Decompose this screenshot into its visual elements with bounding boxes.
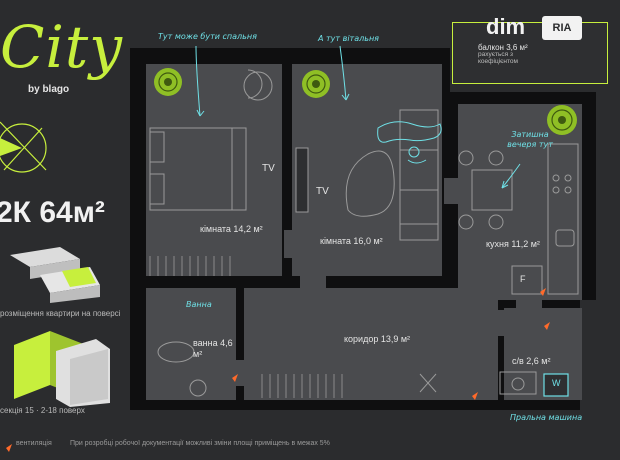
fridge-icon	[511, 265, 543, 295]
plant-icon	[154, 68, 182, 96]
apartment-area: 2К 64м²	[0, 196, 105, 229]
watermark-text: dim	[486, 14, 526, 39]
sink-icon	[555, 229, 575, 247]
room-floor-corridor	[244, 288, 498, 400]
fridge-label: F	[520, 274, 526, 284]
room-label-kitchen: кухня 11,2 м²	[486, 239, 540, 249]
floor-plan	[130, 45, 596, 410]
room-label-bedroom: кімната 14,2 м²	[200, 224, 263, 234]
balcony-title: балкон 3,6 м²	[478, 43, 528, 52]
room-label-bathroom: ванна 4,6 м²	[193, 338, 233, 359]
wc-sink-icon	[499, 371, 537, 395]
note-dinner: Затишна вечеря тут	[507, 130, 553, 149]
tv-label-living: TV	[316, 186, 329, 197]
section-caption: секція 15 · 2-18 поверх	[0, 406, 85, 415]
vent-marker-icon	[232, 288, 550, 400]
tv-stand-icon	[295, 147, 309, 213]
note-bedroom: Тут може бути спальня	[158, 32, 257, 41]
balcony-info: балкон 3,6 м² рахується з коефіцієнтом	[478, 43, 548, 66]
room-floor-wc	[504, 308, 582, 400]
wardrobe-icon	[149, 256, 231, 276]
compass-icon	[0, 121, 47, 173]
balcony-box	[452, 22, 608, 84]
room-label-living: кімната 16,0 м²	[320, 236, 383, 246]
room-label-wc: с/в 2,6 м²	[512, 356, 551, 366]
balcony-note: рахується з коефіцієнтом	[478, 51, 518, 66]
brand-subtitle: by blago	[28, 84, 70, 95]
coffee-table-icon	[345, 150, 395, 217]
room-label-corridor: коридор 13,9 м²	[344, 334, 411, 344]
dining-table-icon	[471, 169, 513, 211]
plant-icon	[547, 105, 577, 135]
brand-logo: City	[0, 13, 124, 81]
plant-icon	[302, 70, 330, 98]
position-caption: розміщення квартири на поверсі	[0, 309, 121, 318]
bathtub-icon	[157, 341, 195, 363]
watermark-badge: RIA	[542, 16, 582, 40]
person-figure-icon	[377, 121, 442, 164]
note-bath: Ванна	[186, 300, 212, 309]
vent-legend-icon	[6, 444, 12, 452]
note-washer: Пральна машина	[510, 413, 583, 422]
footer-disclaimer: При розробці робочої документації можлив…	[70, 440, 330, 447]
armchair-icon	[247, 69, 263, 99]
toilet-icon	[189, 379, 207, 397]
kitchen-counter-icon	[547, 143, 579, 295]
note-arrow-icon	[195, 45, 521, 189]
washing-machine-icon	[543, 373, 569, 397]
note-living: А тут вітальня	[318, 34, 379, 43]
floor-position-map	[10, 247, 100, 303]
room-floor-kitchen	[458, 104, 582, 300]
room-floor-bedroom	[146, 64, 282, 276]
corridor-wardrobe-icon	[261, 374, 343, 398]
tv-label-bedroom: TV	[262, 163, 275, 174]
room-floor-bathroom	[146, 288, 236, 400]
footer-vent: вентиляція	[16, 440, 52, 447]
room-floor-living	[292, 64, 442, 276]
section-map	[14, 331, 110, 407]
sofa-icon	[399, 109, 439, 241]
washer-label: W	[552, 378, 561, 388]
